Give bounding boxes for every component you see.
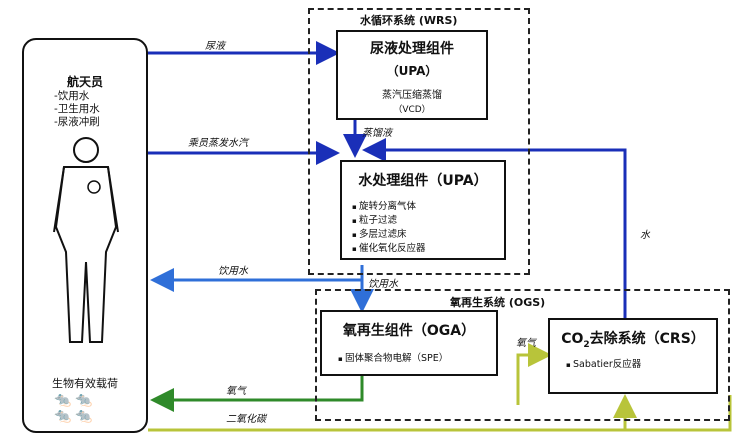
bullet-item: 多层过滤床	[352, 228, 426, 242]
upa-urine-title: 尿液处理组件	[370, 41, 454, 57]
bullet-item: 催化氧化反应器	[352, 242, 426, 256]
astronaut-icon	[53, 137, 119, 343]
bullet-item: 粒子过滤	[352, 214, 426, 228]
ogs-title: 氧再生系统 (OGS)	[450, 296, 546, 309]
water-label: 水	[640, 230, 650, 241]
upa-urine-line2: （VCD）	[393, 105, 431, 115]
crs-bullets: Sabatier反应器	[566, 358, 641, 372]
drinking-water-down-label: 饮用水	[368, 279, 398, 290]
crew-vapor-label: 乘员蒸发水汽	[188, 138, 248, 149]
drinking-water-left-label: 饮用水	[218, 266, 248, 277]
bio-payload-label: 生物有效载荷	[52, 377, 118, 390]
ogs-frame	[315, 289, 730, 421]
wrs-title: 水循环系统 (WRS)	[360, 14, 458, 27]
oxygen-left-label: 氧气	[226, 386, 246, 397]
oxygen-mid-arrow	[516, 343, 552, 405]
bullet-item: 旋转分离气体	[352, 200, 426, 214]
upa-urine-subtitle: （UPA）	[386, 64, 438, 78]
oga-box: 氧再生组件（OGA） 固体聚合物电解（SPE）	[320, 310, 498, 376]
co2-label: 二氧化碳	[226, 414, 266, 425]
crew-panel: 航天员 -饮用水 -卫生用水 -尿液冲刷 生物有效载荷 🐀🐀🐀🐀	[22, 38, 148, 433]
upa-water-box: 水处理组件（UPA） 旋转分离气体 粒子过滤 多层过滤床 催化氧化反应器	[340, 160, 506, 260]
urine-label: 尿液	[205, 41, 225, 52]
oga-title: 氧再生组件（OGA）	[342, 323, 476, 339]
upa-water-title: 水处理组件（UPA）	[358, 173, 488, 189]
crew-item: -饮用水	[54, 90, 90, 102]
upa-urine-box: 尿液处理组件 （UPA） 蒸汽压缩蒸馏 （VCD）	[336, 30, 488, 120]
oxygen-left-arrow	[150, 375, 364, 412]
oga-bullets: 固体聚合物电解（SPE）	[338, 352, 448, 366]
distillate-label: 蒸馏液	[362, 128, 392, 139]
oxygen-mid-label: 氧气	[516, 338, 536, 349]
crs-title: CO2去除系统（CRS）	[561, 331, 705, 350]
wrs-frame	[308, 8, 530, 275]
crew-title: 航天员	[66, 75, 103, 89]
bullet-item: Sabatier反应器	[566, 358, 641, 372]
crew-item: -尿液冲刷	[54, 116, 100, 128]
crs-box: CO2去除系统（CRS） Sabatier反应器	[548, 318, 718, 394]
mouse-icon: 🐀🐀🐀🐀	[54, 392, 97, 424]
bullet-item: 固体聚合物电解（SPE）	[338, 352, 448, 366]
co2-line	[148, 395, 732, 432]
upa-urine-line1: 蒸汽压缩蒸馏	[382, 90, 442, 101]
upa-water-bullets: 旋转分离气体 粒子过滤 多层过滤床 催化氧化反应器	[352, 200, 426, 256]
crew-item: -卫生用水	[54, 103, 100, 115]
water-return-line	[362, 138, 627, 318]
